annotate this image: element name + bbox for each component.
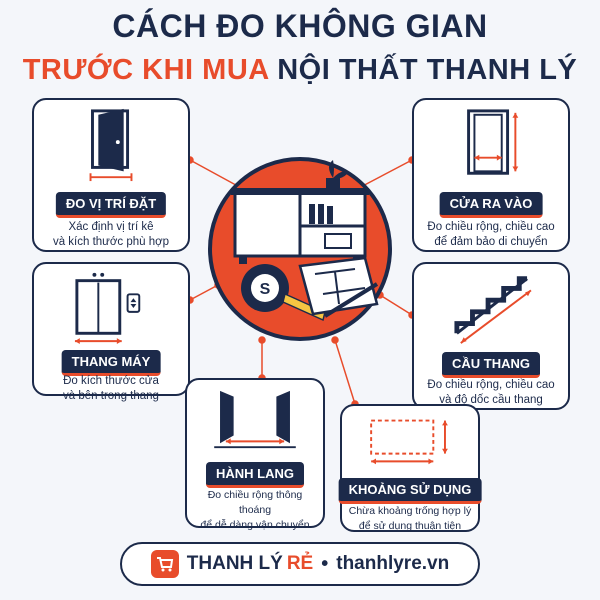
card-desc-line2: và độ dốc cầu thang	[439, 394, 543, 406]
brand-accent: RẺ	[286, 553, 314, 574]
card-desc-line2: để dễ dàng vận chuyển	[200, 519, 310, 531]
card-desc: Xác định vị trí kê và kích thước phù hợp	[38, 220, 184, 250]
door-icon	[467, 109, 519, 175]
door-open-icon	[89, 108, 133, 182]
subtitle-accent: TRƯỚC KHI MUA	[22, 54, 269, 86]
card-label: CỬA RA VÀO	[439, 192, 543, 218]
subtitle-rest: NỘI THẤT THANH LÝ	[277, 54, 578, 86]
card-desc-line1: Đo chiều rộng thông thoáng	[207, 489, 303, 516]
card-measure-position: ĐO VỊ TRÍ ĐẶT Xác định vị trí kê và kích…	[32, 98, 190, 252]
card-door: CỬA RA VÀO Đo chiều rộng, chiều cao để đ…	[412, 98, 570, 252]
card-label: HÀNH LANG	[206, 462, 304, 488]
separator-dot: •	[321, 552, 329, 575]
card-desc-line1: Đo chiều rộng, chiều cao	[427, 221, 555, 233]
hallway-icon	[214, 390, 296, 449]
svg-text:S: S	[260, 281, 271, 298]
card-desc-line2: và kích thước phù hợp	[52, 236, 170, 248]
card-desc-line1: Chừa khoảng trống hợp lý	[348, 505, 472, 517]
elevator-icon	[74, 272, 141, 345]
blueprint-icon	[298, 256, 379, 318]
card-label: CẦU THANG	[442, 352, 540, 378]
furniture-measure-illustration: S	[208, 157, 392, 341]
card-elevator: THANG MÁY Đo kích thước cửa và bên trong…	[32, 262, 190, 402]
card-desc-line1: Xác định vị trí kê	[68, 221, 154, 233]
card-usage-space: KHOẢNG SỬ DỤNG Chừa khoảng trống hợp lý …	[338, 404, 482, 534]
card-desc-line1: Đo kích thước cửa	[63, 375, 159, 387]
footer-brand-bar[interactable]: THANH LÝ RẺ • thanhlyre.vn	[120, 542, 480, 586]
card-label: KHOẢNG SỬ DỤNG	[338, 478, 482, 504]
card-stairs: CẦU THANG Đo chiều rộng, chiều cao và độ…	[412, 262, 570, 410]
card-desc-line1: Đo chiều rộng, chiều cao	[427, 379, 555, 391]
card-desc: Đo chiều rộng, chiều cao để đảm bảo di c…	[418, 220, 564, 250]
card-desc-line2: để sử dụng thuận tiện	[358, 520, 462, 532]
stairs-icon	[454, 276, 532, 344]
cabinet-icon	[231, 160, 369, 264]
page-subtitle: TRƯỚC KHI MUA NỘI THẤT THANH LÝ	[0, 54, 600, 87]
clearance-icon	[370, 419, 448, 465]
page-title: CÁCH ĐO KHÔNG GIAN	[112, 8, 488, 44]
brand-name: THANH LÝ	[186, 553, 283, 574]
card-desc-line2: và bên trong thang	[63, 390, 159, 402]
card-desc: Đo kích thước cửa và bên trong thang	[38, 374, 184, 404]
card-label: THANG MÁY	[61, 350, 161, 376]
card-desc-line2: để đảm bảo di chuyển	[434, 236, 548, 248]
card-desc: Chừa khoảng trống hợp lý để sử dụng thuậ…	[346, 504, 474, 534]
card-desc: Đo chiều rộng thông thoáng để dễ dàng vậ…	[191, 488, 319, 533]
card-hallway: HÀNH LANG Đo chiều rộng thông thoáng để …	[185, 378, 325, 531]
card-desc: Đo chiều rộng, chiều cao và độ dốc cầu t…	[418, 378, 564, 408]
website-link[interactable]: thanhlyre.vn	[336, 553, 450, 574]
card-label: ĐO VỊ TRÍ ĐẶT	[55, 192, 167, 218]
cart-icon	[150, 550, 179, 578]
